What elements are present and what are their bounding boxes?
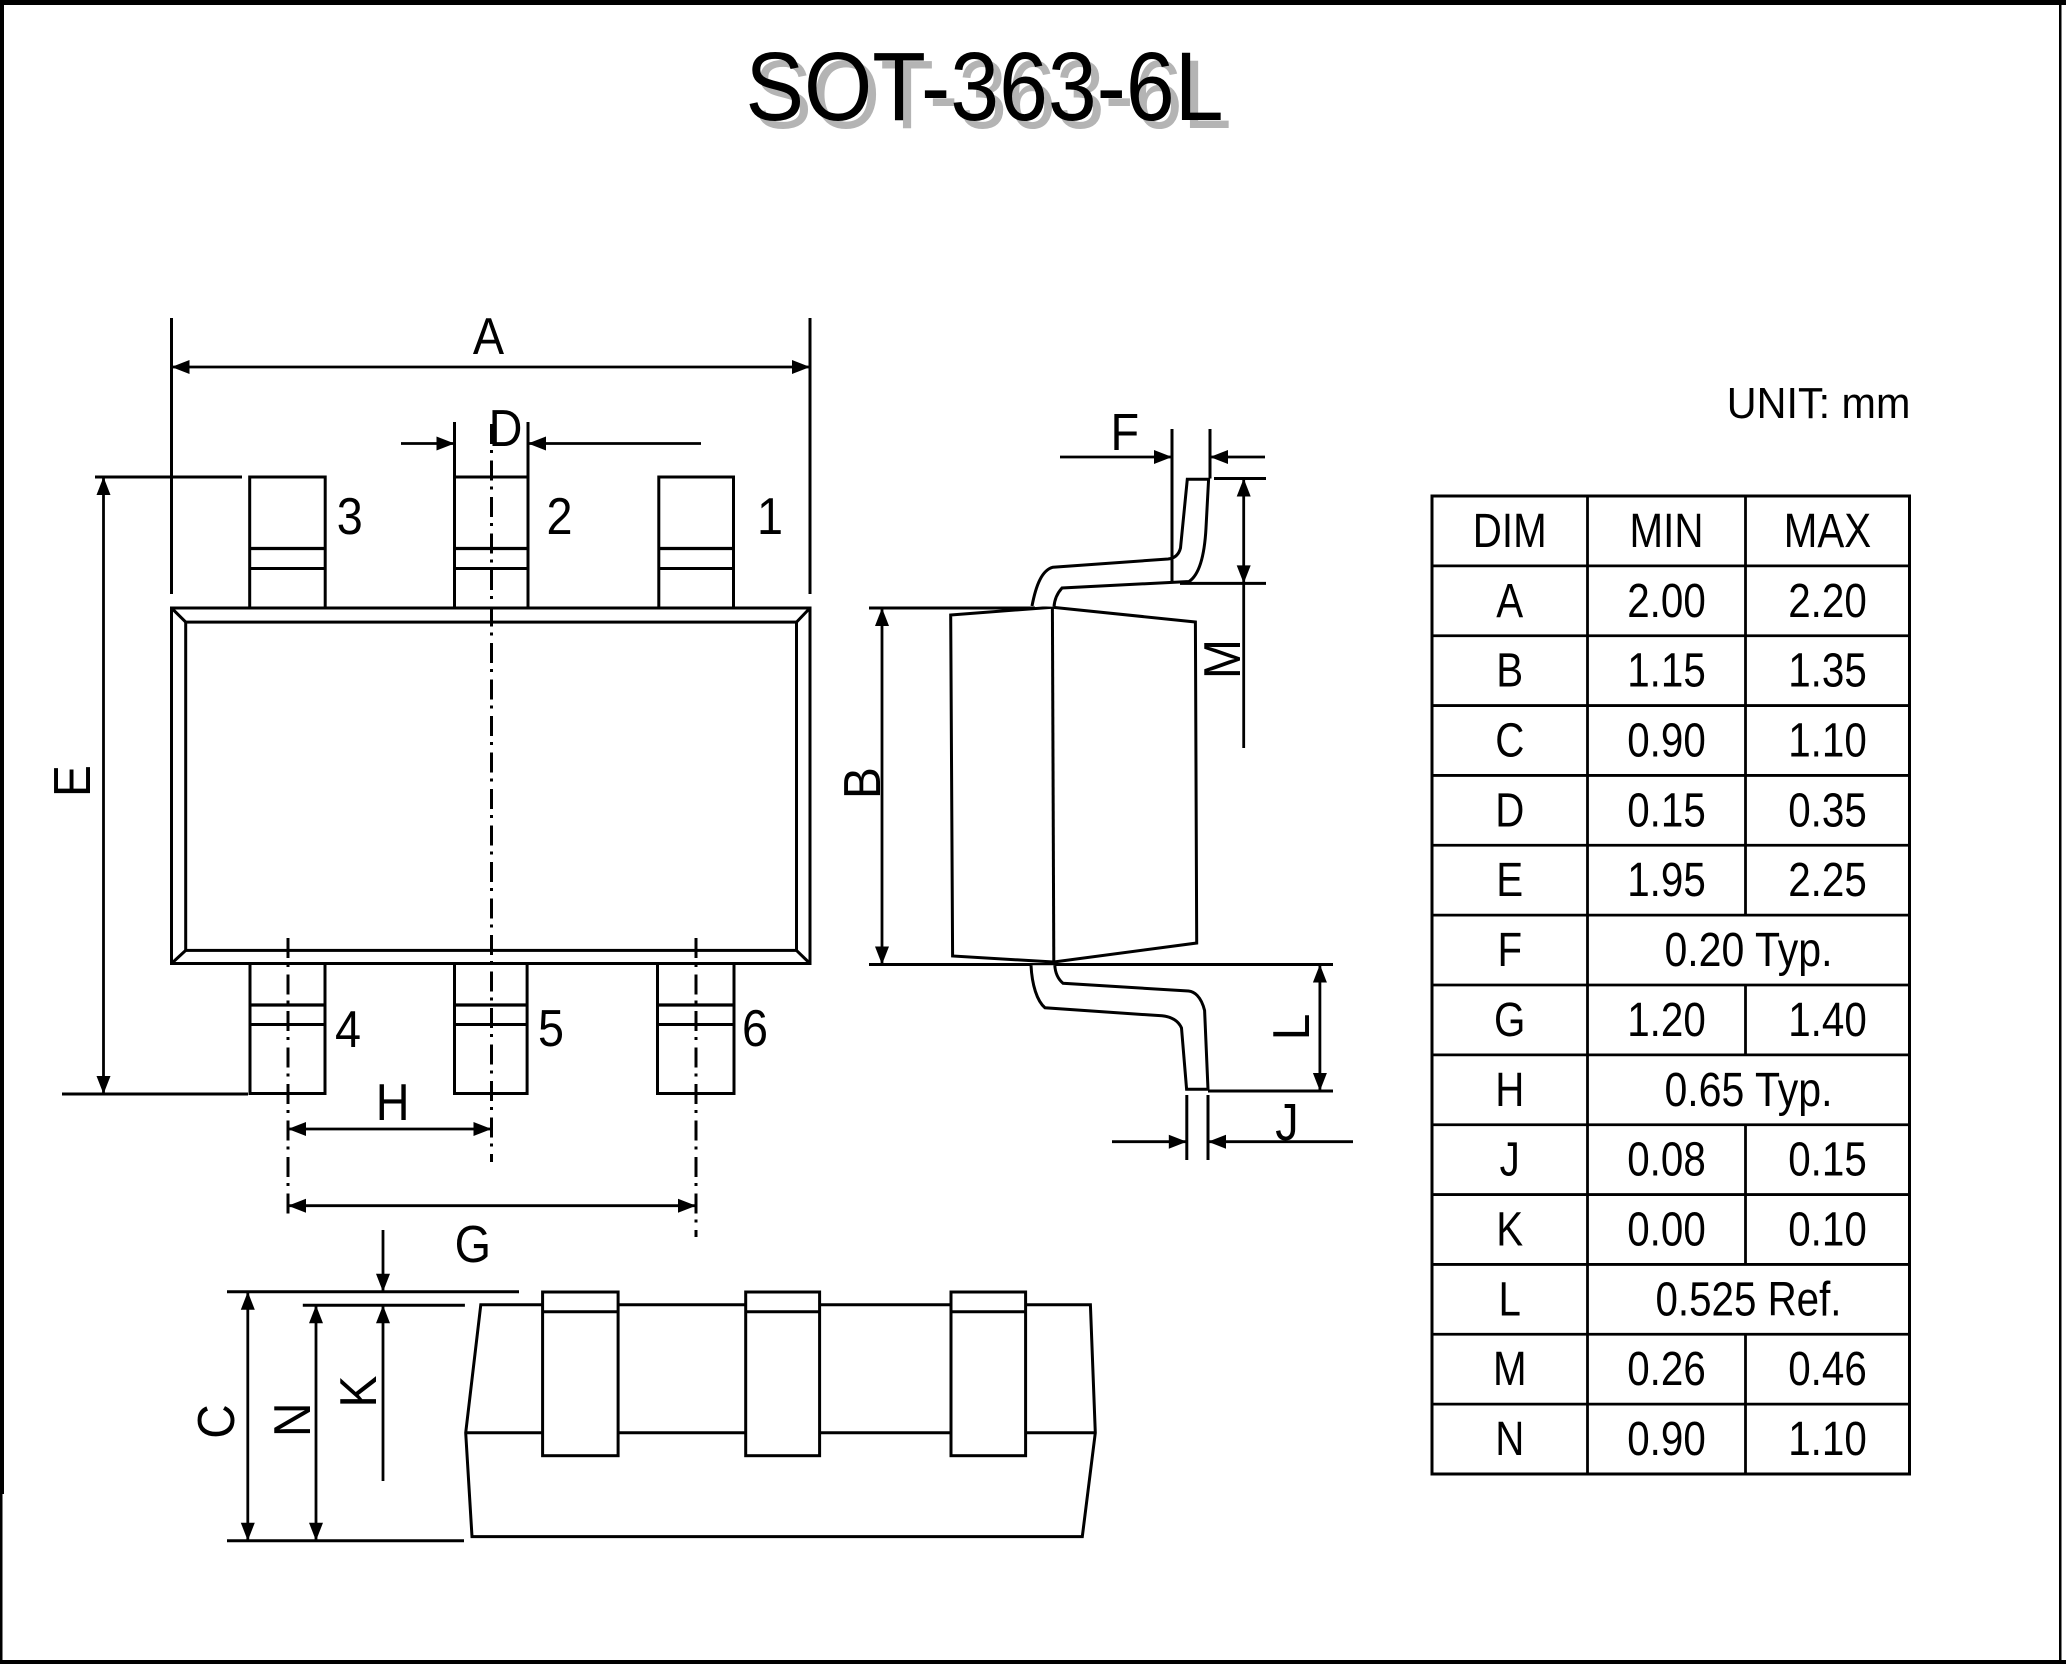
svg-text:1.10: 1.10	[1788, 1413, 1867, 1466]
svg-text:6: 6	[742, 1000, 768, 1058]
svg-text:H: H	[1495, 1064, 1524, 1117]
svg-text:D: D	[1495, 784, 1524, 837]
svg-text:F: F	[1111, 404, 1140, 462]
svg-text:0.46: 0.46	[1788, 1343, 1867, 1396]
svg-text:G: G	[1494, 994, 1525, 1047]
svg-text:K: K	[330, 1375, 388, 1407]
svg-text:0.65 Typ.: 0.65 Typ.	[1664, 1064, 1832, 1117]
svg-text:A: A	[473, 308, 504, 366]
svg-text:0.20 Typ.: 0.20 Typ.	[1664, 924, 1832, 977]
svg-text:1: 1	[757, 488, 783, 546]
svg-text:K: K	[1496, 1204, 1523, 1257]
svg-text:E: E	[1496, 854, 1523, 907]
svg-text:G: G	[455, 1216, 491, 1274]
svg-text:1.10: 1.10	[1788, 715, 1867, 768]
svg-text:C: C	[188, 1404, 246, 1439]
svg-text:N: N	[1495, 1413, 1524, 1466]
svg-text:M: M	[1493, 1343, 1527, 1396]
svg-text:DIM: DIM	[1473, 505, 1547, 558]
svg-text:5: 5	[538, 1000, 564, 1058]
svg-text:E: E	[44, 765, 102, 797]
svg-text:2: 2	[547, 488, 573, 546]
svg-text:0.90: 0.90	[1627, 715, 1706, 768]
svg-text:J: J	[1275, 1094, 1298, 1152]
svg-text:B: B	[834, 767, 892, 799]
svg-text:M: M	[1194, 639, 1252, 679]
svg-text:C: C	[1495, 715, 1524, 768]
svg-text:2.00: 2.00	[1627, 575, 1706, 628]
svg-text:SOT-363-6L: SOT-363-6L	[754, 40, 1232, 149]
svg-text:B: B	[1496, 645, 1523, 698]
svg-text:0.00: 0.00	[1627, 1204, 1706, 1257]
svg-text:1.15: 1.15	[1627, 645, 1706, 698]
svg-text:0.26: 0.26	[1627, 1343, 1706, 1396]
svg-text:A: A	[1496, 575, 1523, 628]
svg-text:2.20: 2.20	[1788, 575, 1867, 628]
svg-text:J: J	[1500, 1134, 1520, 1187]
svg-text:L: L	[1263, 1014, 1321, 1041]
svg-text:1.40: 1.40	[1788, 994, 1867, 1047]
svg-text:MAX: MAX	[1784, 505, 1871, 558]
svg-text:1.35: 1.35	[1788, 645, 1867, 698]
svg-text:0.10: 0.10	[1788, 1204, 1867, 1257]
svg-text:2.25: 2.25	[1788, 854, 1867, 907]
svg-text:1.95: 1.95	[1627, 854, 1706, 907]
svg-text:0.525 Ref.: 0.525 Ref.	[1656, 1273, 1842, 1326]
svg-text:1.20: 1.20	[1627, 994, 1706, 1047]
svg-text:UNIT: mm: UNIT: mm	[1727, 380, 1911, 428]
svg-text:SOT-363-6L: SOT-363-6L	[746, 32, 1224, 141]
svg-text:MIN: MIN	[1630, 505, 1704, 558]
svg-text:0.08: 0.08	[1627, 1134, 1706, 1187]
svg-text:N: N	[264, 1403, 322, 1438]
svg-text:H: H	[376, 1074, 410, 1132]
svg-text:0.15: 0.15	[1627, 784, 1706, 837]
svg-text:3: 3	[337, 488, 363, 546]
svg-text:F: F	[1497, 924, 1522, 977]
svg-text:L: L	[1499, 1273, 1521, 1326]
svg-text:0.35: 0.35	[1788, 784, 1867, 837]
svg-text:0.15: 0.15	[1788, 1134, 1867, 1187]
svg-text:0.90: 0.90	[1627, 1413, 1706, 1466]
svg-text:4: 4	[335, 1001, 361, 1059]
svg-text:D: D	[489, 400, 523, 458]
